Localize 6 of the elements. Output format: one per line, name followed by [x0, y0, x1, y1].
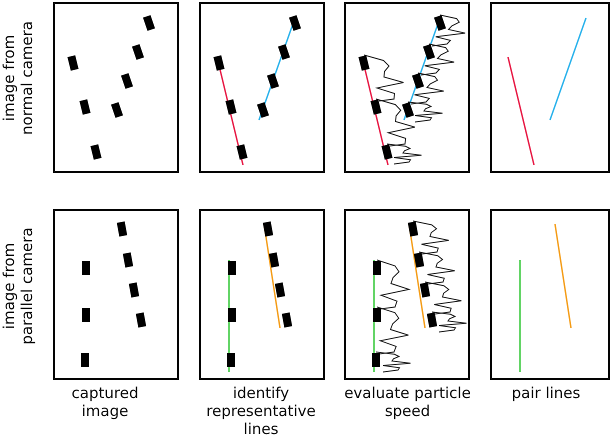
- row-label: image from parallel camera: [0, 226, 36, 347]
- column-label: pair lines: [510, 384, 582, 402]
- column-label: identify representative lines: [205, 384, 317, 438]
- column-label: evaluate particle speed: [343, 384, 472, 420]
- column-label: captured image: [70, 384, 140, 420]
- row-label: image from normal camera: [0, 20, 36, 137]
